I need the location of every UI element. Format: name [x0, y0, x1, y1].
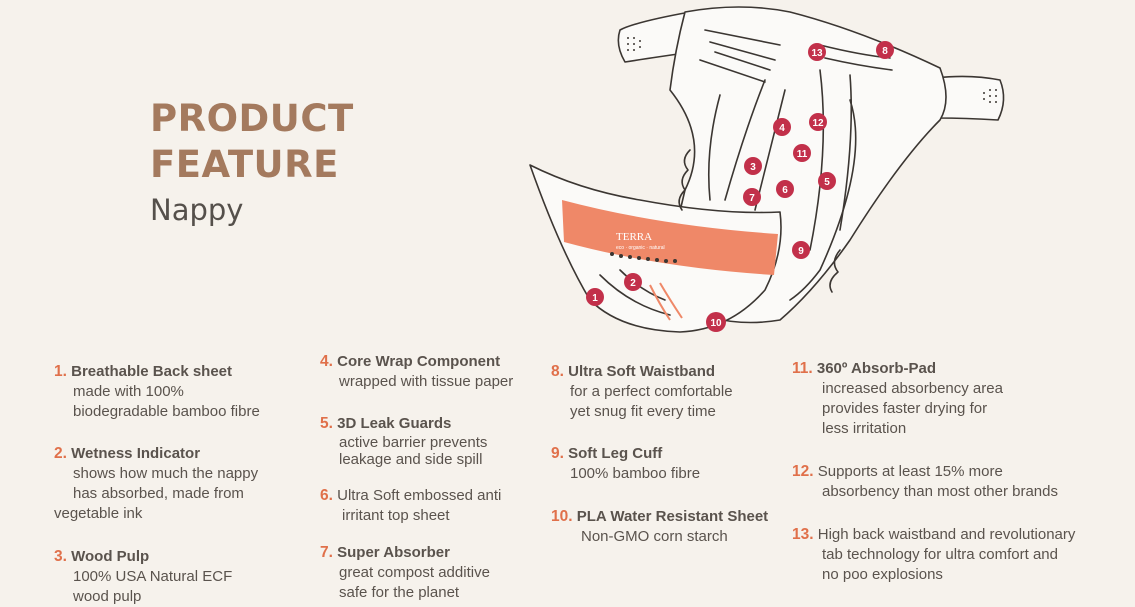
feature-9: 9. Soft Leg Cuff 100% bamboo fibre — [551, 445, 701, 482]
title-subtitle: Nappy — [150, 193, 244, 227]
page-title: PRODUCT FEATURE Nappy — [150, 96, 354, 230]
marker-2: 2 — [624, 273, 642, 291]
feature-6: 6. Ultra Soft embossed anti irritant top… — [320, 487, 502, 524]
marker-6: 6 — [776, 180, 794, 198]
svg-text:13: 13 — [811, 48, 823, 59]
brand-name: TERRA — [616, 231, 652, 243]
feature-3: 3. Wood Pulp 100% USA Natural ECF wood p… — [54, 548, 233, 605]
feature-13: 13. High back waistband and revolutionar… — [792, 526, 1076, 583]
svg-text:4: 4 — [779, 123, 785, 134]
feature-2: 2. Wetness Indicator shows how much the … — [54, 445, 259, 522]
feature-12: 12. Supports at least 15% more absorbenc… — [792, 463, 1058, 500]
svg-text:5: 5 — [824, 177, 830, 188]
nappy-illustration: TERRA eco · organic · natural 1 2 3 4 5 … — [529, 6, 1005, 333]
svg-text:8: 8 — [882, 46, 888, 57]
feature-11: 11. 360º Absorb-Pad increased absorbency… — [792, 360, 1003, 437]
feature-5: 5. 3D Leak Guards active barrier prevent… — [320, 415, 488, 468]
title-line-2: FEATURE — [150, 143, 339, 186]
marker-9: 9 — [792, 241, 810, 259]
title-line-1: PRODUCT — [150, 97, 354, 140]
marker-5: 5 — [818, 172, 836, 190]
marker-7: 7 — [743, 188, 761, 206]
marker-4: 4 — [773, 118, 791, 136]
marker-10: 10 — [706, 312, 726, 332]
marker-13: 13 — [808, 43, 826, 61]
marker-3: 3 — [744, 157, 762, 175]
feature-7: 7. Super Absorber great compost additive… — [320, 544, 490, 601]
svg-text:2: 2 — [630, 278, 636, 289]
left-tab-shape — [617, 11, 693, 63]
marker-12: 12 — [809, 113, 827, 131]
svg-text:11: 11 — [797, 149, 808, 160]
feature-4: 4. Core Wrap Component wrapped with tiss… — [320, 353, 514, 390]
brand-band — [562, 200, 778, 275]
feature-8: 8. Ultra Soft Waistband for a perfect co… — [551, 363, 733, 420]
feature-10: 10. PLA Water Resistant Sheet Non-GMO co… — [551, 508, 769, 545]
svg-text:6: 6 — [782, 185, 788, 196]
brand-tagline: eco · organic · natural — [616, 245, 665, 251]
svg-text:10: 10 — [710, 318, 722, 329]
feature-1: 1. Breathable Back sheet made with 100% … — [54, 363, 260, 420]
svg-text:1: 1 — [592, 293, 598, 304]
svg-text:3: 3 — [750, 162, 756, 173]
marker-1: 1 — [586, 288, 604, 306]
svg-text:7: 7 — [749, 193, 755, 204]
marker-11: 11 — [793, 144, 811, 162]
svg-text:12: 12 — [812, 118, 824, 129]
right-tab-shape — [934, 75, 1005, 121]
brand-icons — [610, 252, 677, 263]
svg-text:9: 9 — [798, 246, 804, 257]
marker-8: 8 — [876, 41, 894, 59]
